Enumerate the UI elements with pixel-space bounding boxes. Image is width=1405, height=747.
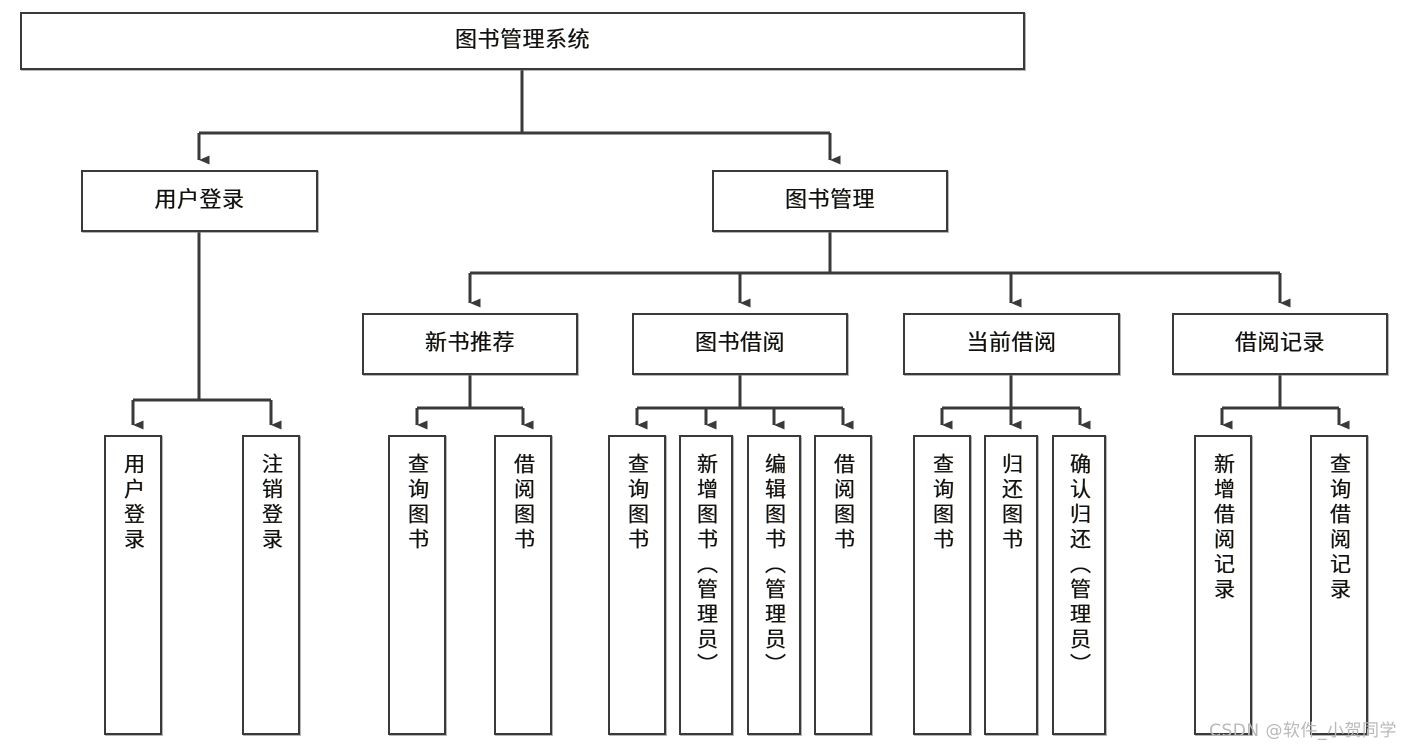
leaf-current-return-book[interactable]: 归还图书 bbox=[984, 435, 1038, 735]
leaf-record-query[interactable]: 查询借阅记录 bbox=[1310, 435, 1368, 735]
node-label: 新增图书（管理员） bbox=[694, 453, 719, 678]
node-label: 借阅图书 bbox=[831, 453, 856, 553]
node-label: 编辑图书（管理员） bbox=[762, 453, 787, 678]
node-label: 查询借阅记录 bbox=[1327, 453, 1352, 603]
leaf-user-login-login[interactable]: 用户登录 bbox=[104, 435, 162, 735]
node-book-management[interactable]: 图书管理 bbox=[712, 170, 948, 232]
node-label: 查询图书 bbox=[930, 453, 955, 553]
node-label: 注销登录 bbox=[259, 453, 284, 553]
node-new-book-recommend[interactable]: 新书推荐 bbox=[362, 313, 578, 375]
node-label: 用户登录 bbox=[154, 188, 245, 214]
node-label: 归还图书 bbox=[999, 453, 1024, 553]
node-label: 借阅图书 bbox=[511, 453, 536, 553]
node-book-borrow[interactable]: 图书借阅 bbox=[632, 313, 848, 375]
leaf-current-confirm-return[interactable]: 确认归还（管理员） bbox=[1052, 435, 1106, 735]
leaf-borrow-add-book[interactable]: 新增图书（管理员） bbox=[679, 435, 733, 735]
node-label: 确认归还（管理员） bbox=[1067, 453, 1092, 678]
node-label: 用户登录 bbox=[121, 453, 146, 553]
leaf-new-book-query[interactable]: 查询图书 bbox=[388, 435, 446, 735]
leaf-borrow-borrow-book[interactable]: 借阅图书 bbox=[814, 435, 872, 735]
node-label: 借阅记录 bbox=[1234, 331, 1325, 357]
leaf-record-add[interactable]: 新增借阅记录 bbox=[1194, 435, 1252, 735]
node-label: 新增借阅记录 bbox=[1211, 453, 1236, 603]
node-label: 查询图书 bbox=[625, 453, 650, 553]
leaf-borrow-query-book[interactable]: 查询图书 bbox=[608, 435, 666, 735]
node-label: 图书借阅 bbox=[694, 331, 785, 357]
node-current-borrow[interactable]: 当前借阅 bbox=[903, 313, 1120, 375]
watermark: CSDN @软件_小贺同学 bbox=[1209, 721, 1397, 741]
leaf-current-query-book[interactable]: 查询图书 bbox=[913, 435, 971, 735]
leaf-user-login-logout[interactable]: 注销登录 bbox=[242, 435, 300, 735]
leaf-new-book-borrow[interactable]: 借阅图书 bbox=[494, 435, 552, 735]
leaf-borrow-edit-book[interactable]: 编辑图书（管理员） bbox=[747, 435, 801, 735]
node-root-system[interactable]: 图书管理系统 bbox=[20, 12, 1025, 70]
node-label: 新书推荐 bbox=[424, 331, 515, 357]
node-label: 图书管理 bbox=[784, 188, 875, 214]
node-label: 当前借阅 bbox=[966, 331, 1057, 357]
node-label: 查询图书 bbox=[405, 453, 430, 553]
node-borrow-record[interactable]: 借阅记录 bbox=[1172, 313, 1388, 375]
node-label: 图书管理系统 bbox=[454, 28, 590, 54]
node-user-login[interactable]: 用户登录 bbox=[81, 170, 318, 232]
